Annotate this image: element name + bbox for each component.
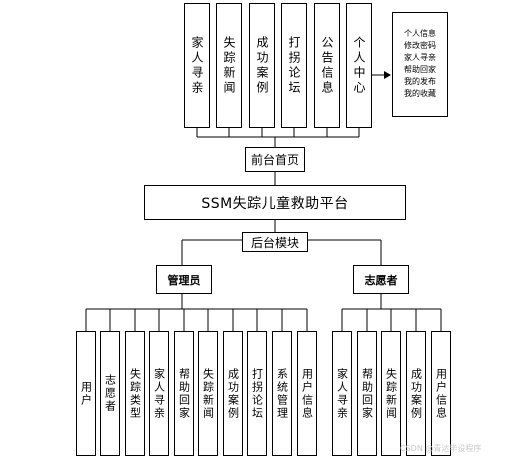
front-module-3: 成功案例	[249, 3, 275, 128]
front-module-label: 失踪新闻	[222, 35, 236, 96]
admin-module-label: 成功案例	[226, 367, 240, 420]
admin-module-label: 志愿者	[103, 374, 117, 413]
admin-module-label: 用户	[79, 380, 93, 407]
admin-module-7: 成功案例	[223, 331, 243, 456]
front-module-4: 打拐论坛	[281, 3, 307, 128]
volunteer-module-label: 用户信息	[434, 367, 448, 420]
front-hub-node: 前台首页	[245, 147, 305, 172]
admin-module-6: 失踪新闻	[198, 331, 218, 456]
front-module-label: 成功案例	[255, 35, 269, 96]
admin-label: 管理员	[167, 273, 201, 287]
admin-module-2: 志愿者	[100, 331, 120, 456]
admin-module-label: 失踪类型	[128, 367, 142, 420]
watermark: CSDN @青达毕设程序	[400, 444, 482, 453]
volunteer-label: 志愿者	[364, 273, 398, 287]
volunteer-module-label: 家人寻亲	[335, 367, 349, 420]
front-module-5: 公告信息	[314, 3, 340, 128]
back-hub-node: 后台模块	[242, 232, 308, 252]
front-module-6: 个人中心	[346, 3, 372, 128]
admin-module-label: 帮助回家	[177, 367, 191, 420]
admin-module-1: 用户	[76, 331, 96, 456]
platform-title-node: SSM失踪儿童救助平台	[144, 185, 406, 220]
platform-title: SSM失踪儿童救助平台	[201, 195, 349, 212]
admin-module-3: 失踪类型	[125, 331, 145, 456]
volunteer-module-label: 帮助回家	[360, 367, 374, 420]
volunteer-module-3: 失踪新闻	[381, 331, 401, 456]
admin-module-9: 系统管理	[272, 331, 292, 456]
admin-module-4: 家人寻亲	[149, 331, 169, 456]
admin-module-8: 打拐论坛	[247, 331, 267, 456]
volunteer-module-label: 失踪新闻	[384, 367, 398, 420]
admin-module-label: 失踪新闻	[201, 367, 215, 420]
volunteer-module-2: 帮助回家	[357, 331, 377, 456]
admin-module-label: 系统管理	[275, 367, 289, 420]
front-hub-label: 前台首页	[250, 153, 299, 167]
volunteer-module-5: 用户信息	[431, 331, 451, 456]
admin-node: 管理员	[156, 265, 212, 294]
front-module-label: 个人中心	[352, 35, 366, 96]
front-module-1: 家人寻亲	[184, 3, 210, 128]
note-text: 个人信息 修改密码 家人寻亲 帮助回家 我的发布 我的收藏	[404, 29, 436, 98]
personal-center-note: 个人信息 修改密码 家人寻亲 帮助回家 我的发布 我的收藏	[392, 12, 448, 117]
front-module-label: 公告信息	[320, 35, 334, 96]
volunteer-module-1: 家人寻亲	[332, 331, 352, 456]
front-module-label: 家人寻亲	[190, 35, 204, 96]
admin-module-5: 帮助回家	[174, 331, 194, 456]
back-hub-label: 后台模块	[250, 235, 299, 250]
volunteer-node: 志愿者	[353, 265, 409, 294]
admin-module-label: 用户信息	[300, 367, 314, 420]
admin-module-label: 打拐论坛	[250, 367, 264, 420]
volunteer-module-4: 成功案例	[406, 331, 426, 456]
volunteer-module-label: 成功案例	[409, 367, 423, 420]
admin-module-10: 用户信息	[297, 331, 317, 456]
admin-module-label: 家人寻亲	[152, 367, 166, 420]
front-module-label: 打拐论坛	[287, 35, 301, 96]
front-module-2: 失踪新闻	[216, 3, 242, 128]
